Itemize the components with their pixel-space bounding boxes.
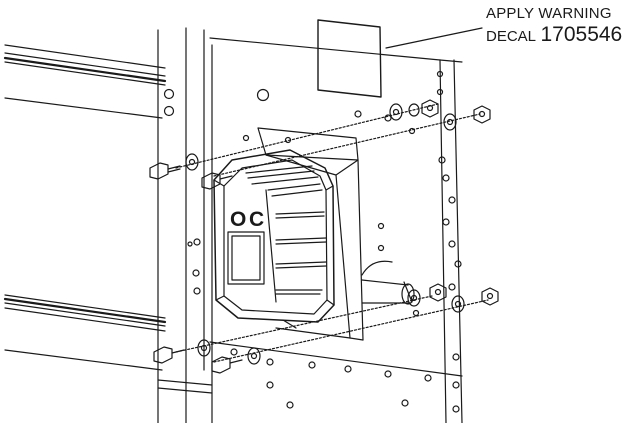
back-panel (209, 37, 463, 423)
upper-rail (3, 44, 167, 119)
box-label-c: C (249, 208, 264, 231)
callout-line-2: DECAL 1705546 (486, 24, 622, 45)
box-label-o: O (230, 208, 246, 231)
conduit-pipe (361, 260, 415, 305)
lower-rail (3, 294, 167, 371)
mounting-bracket (257, 127, 364, 341)
warning-decal (317, 19, 382, 98)
vertical-post (157, 27, 213, 423)
callout-leader-line (385, 27, 483, 49)
upper-hardware (149, 99, 491, 190)
callout-line-1: APPLY WARNING (486, 5, 612, 22)
callout-decal-word: DECAL (486, 28, 537, 45)
warning-decal-callout: APPLY WARNING DECAL 1705546 (486, 6, 622, 45)
decal-part-number: 1705546 (540, 23, 623, 46)
lower-hardware (153, 283, 499, 374)
electrical-box (213, 149, 335, 323)
